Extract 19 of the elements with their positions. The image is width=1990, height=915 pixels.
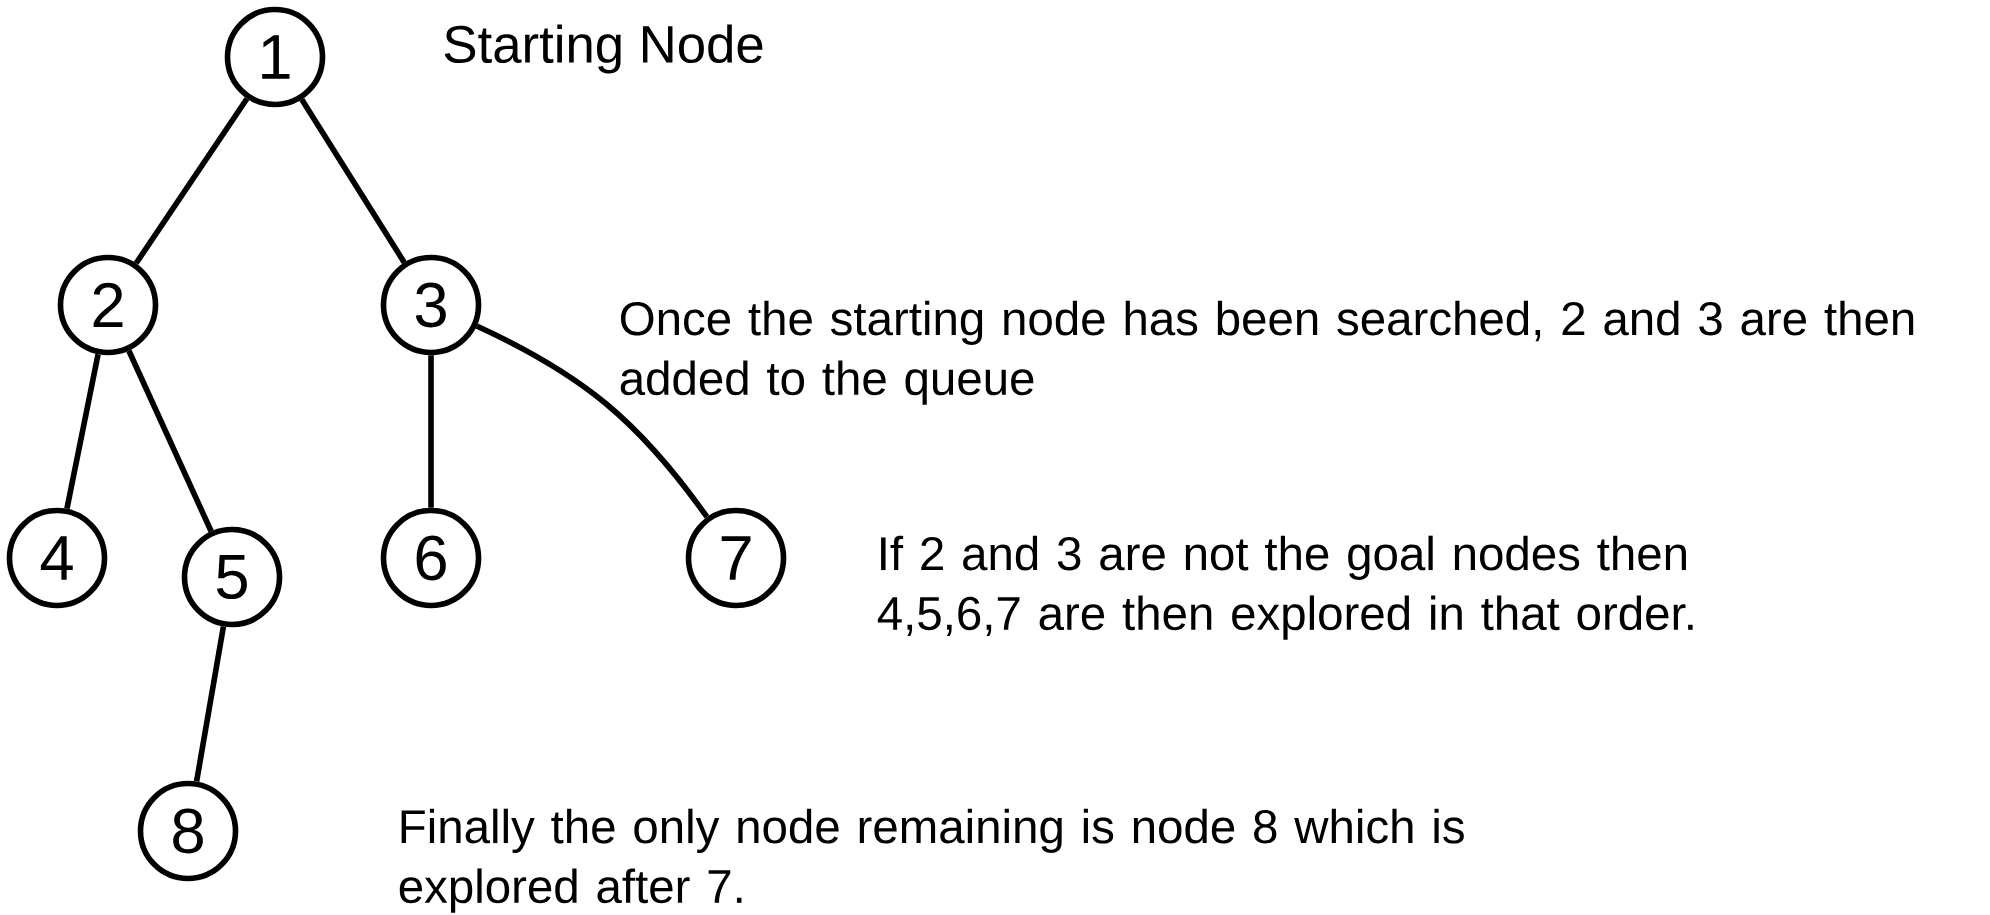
tree-edge <box>299 98 407 264</box>
node-caption: Starting Node <box>444 24 763 74</box>
tree-node: 7 <box>685 507 787 609</box>
tree-edge <box>475 323 710 519</box>
tree-edge <box>428 355 434 508</box>
note-text: Once the starting node has been searched, 2 and 3 are then added to the queue <box>620 300 1914 405</box>
tree-edge <box>193 626 227 782</box>
tree-node: 6 <box>380 507 482 609</box>
note-text: If 2 and 3 are not the goal nodes then 4,5,6,7 are then explored in that order. <box>877 535 1693 640</box>
tree-node: 1 <box>224 6 326 108</box>
tree-node: 5 <box>181 526 283 628</box>
tree-node: 3 <box>380 254 482 356</box>
tree-node: 8 <box>137 780 239 882</box>
tree-edge <box>126 349 214 533</box>
note-text: Finally the only node remaining is node 8 which is explored after 7. <box>399 808 1464 913</box>
tree-node: 4 <box>6 507 108 609</box>
tree-node: 2 <box>57 254 159 356</box>
tree-edge <box>64 353 101 510</box>
tree-edge <box>133 97 250 265</box>
